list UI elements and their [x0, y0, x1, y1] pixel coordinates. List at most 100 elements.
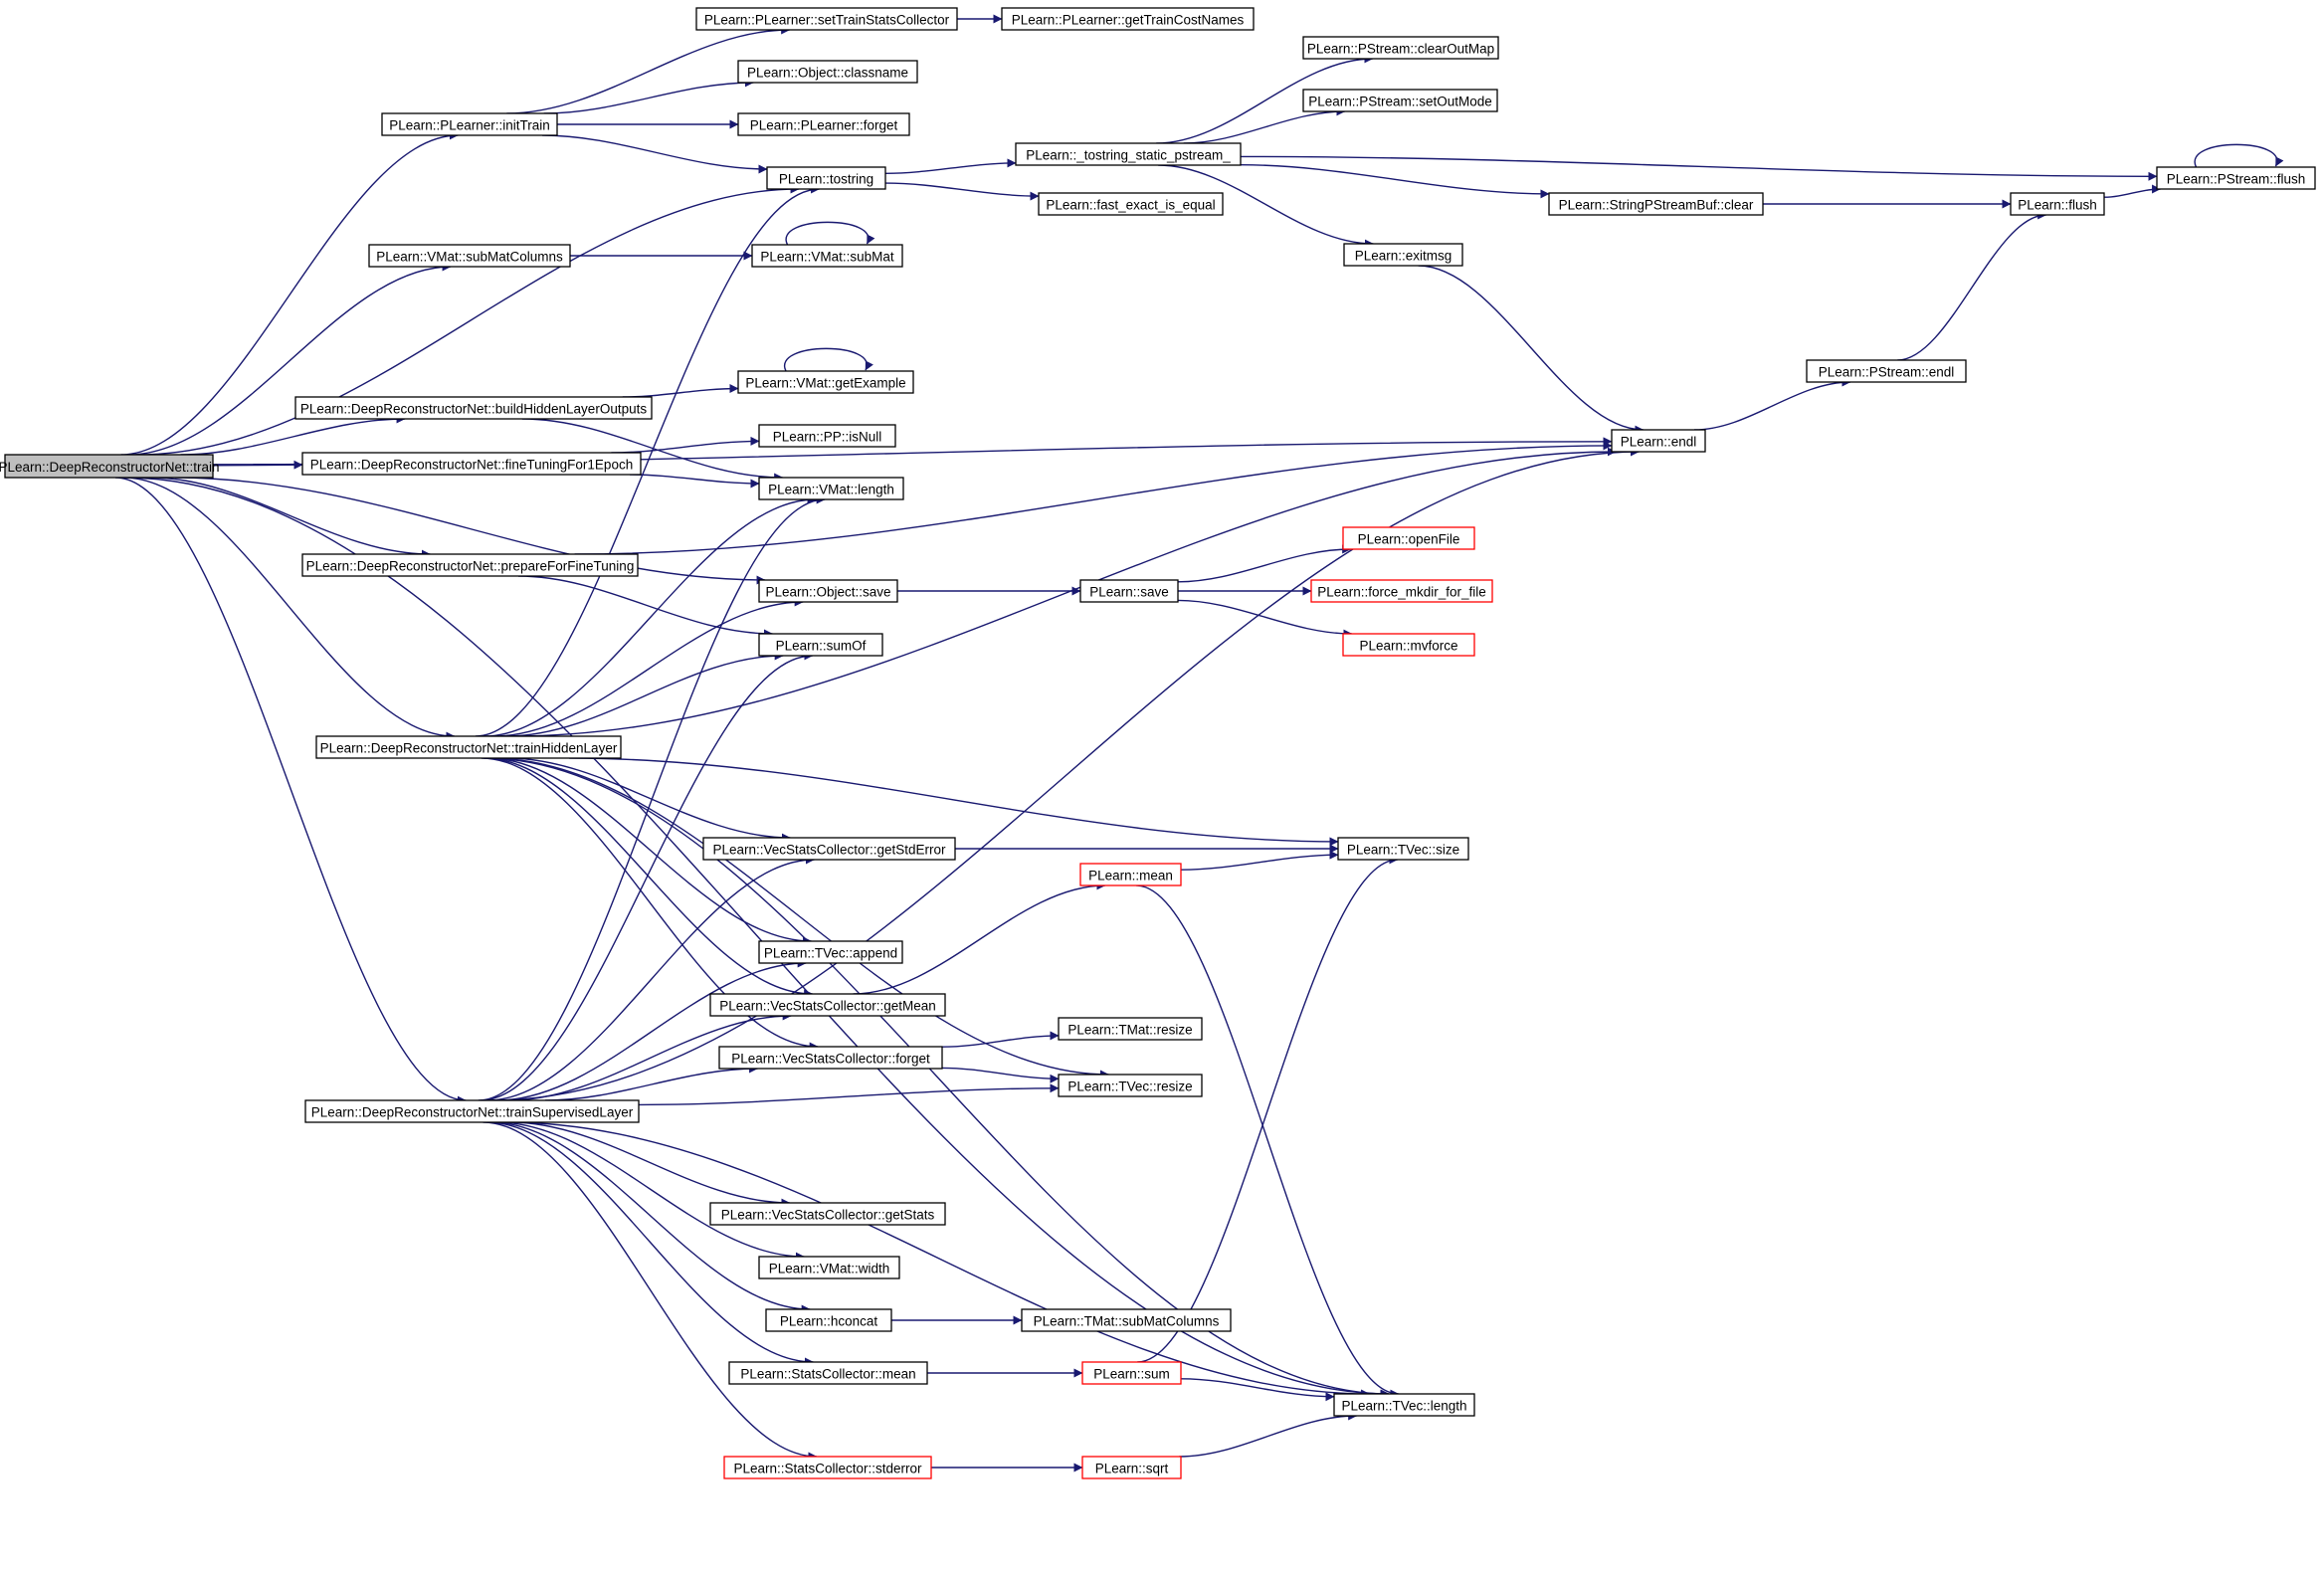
graph-node-setOutMode[interactable]: PLearn::PStream::setOutMode [1302, 89, 1498, 112]
graph-node-vmatLength[interactable]: PLearn::VMat::length [758, 477, 904, 500]
graph-node-vmatWidth[interactable]: PLearn::VMat::width [758, 1256, 900, 1279]
graph-node-classname[interactable]: PLearn::Object::classname [737, 60, 918, 84]
graph-node-getMean[interactable]: PLearn::VecStatsCollector::getMean [709, 993, 946, 1017]
graph-node-tvecAppend[interactable]: PLearn::TVec::append [758, 940, 903, 964]
node-box [1302, 36, 1499, 60]
node-box [758, 633, 883, 657]
node-label: PLearn::TVec::append [764, 946, 897, 961]
graph-node-forceMkdir[interactable]: PLearn::force_mkdir_for_file [1310, 579, 1493, 603]
graph-node-hconcat[interactable]: PLearn::hconcat [765, 1308, 892, 1332]
call-edge-trainSuper-to-tvecResize [638, 1083, 1060, 1106]
graph-node-buildHidden[interactable]: PLearn::DeepReconstructorNet::buildHidde… [294, 396, 653, 420]
node-label: PLearn::VMat::subMat [760, 250, 894, 265]
graph-node-getStdError[interactable]: PLearn::VecStatsCollector::getStdError [702, 837, 956, 861]
call-edge-tostringStatic-to-clearOutMap [1156, 54, 1374, 144]
graph-node-spsbClear[interactable]: PLearn::StringPStreamBuf::clear [1548, 192, 1764, 216]
graph-node-isNull[interactable]: PLearn::PP::isNull [758, 424, 896, 448]
graph-node-fastExact[interactable]: PLearn::fast_exact_is_equal [1038, 192, 1224, 216]
node-label: PLearn::PStream::endl [1819, 365, 1955, 380]
call-edge-getExample-to-getExample [783, 347, 873, 372]
node-label: PLearn::mvforce [1359, 639, 1457, 654]
graph-node-pstreamEndl[interactable]: PLearn::PStream::endl [1806, 359, 1967, 383]
call-edge-buildHidden-to-getExample [622, 384, 739, 398]
call-edge-endl-to-pstreamEndl [1693, 377, 1851, 431]
node-box [1333, 1393, 1475, 1417]
node-label: PLearn::VecStatsCollector::forget [731, 1052, 930, 1067]
graph-node-getTrainCostNames[interactable]: PLearn::PLearner::getTrainCostNames [1001, 7, 1255, 31]
graph-node-getStats[interactable]: PLearn::VecStatsCollector::getStats [709, 1202, 946, 1226]
graph-node-scMean[interactable]: PLearn::StatsCollector::mean [728, 1361, 928, 1385]
graph-node-setTrainStats[interactable]: PLearn::PLearner::setTrainStatsCollector [695, 7, 958, 31]
node-label: PLearn::save [1089, 585, 1169, 600]
graph-node-tmatSubMatCols[interactable]: PLearn::TMat::subMatColumns [1021, 1308, 1232, 1332]
call-edge-train-to-fineTuning [212, 460, 303, 470]
node-label: PLearn::sumOf [776, 639, 867, 654]
node-box [1806, 359, 1967, 383]
graph-node-endl[interactable]: PLearn::endl [1611, 429, 1706, 453]
call-edge-pstreamEndl-to-flush [1897, 210, 2047, 361]
graph-node-trainHidden[interactable]: PLearn::DeepReconstructorNet::trainHidde… [315, 735, 622, 759]
graph-node-tvecResize[interactable]: PLearn::TVec::resize [1058, 1074, 1203, 1097]
graph-node-vscForget[interactable]: PLearn::VecStatsCollector::forget [718, 1046, 943, 1070]
graph-node-exitmsg[interactable]: PLearn::exitmsg [1343, 243, 1463, 267]
call-edge-train-to-trainHidden [123, 477, 456, 741]
graph-node-tostringStatic[interactable]: PLearn::_tostring_static_pstream_ [1015, 142, 1242, 166]
graph-node-subMat[interactable]: PLearn::VMat::subMat [751, 244, 903, 268]
graph-node-tvecSize[interactable]: PLearn::TVec::size [1337, 837, 1469, 861]
node-label: PLearn::Object::save [765, 585, 890, 600]
graph-node-mvforce[interactable]: PLearn::mvforce [1342, 633, 1475, 657]
graph-node-train[interactable]: PLearn::DeepReconstructorNet::train [0, 454, 220, 479]
graph-node-save[interactable]: PLearn::save [1079, 579, 1179, 603]
graph-node-tvecLength[interactable]: PLearn::TVec::length [1333, 1393, 1475, 1417]
call-edge-trainSuper-to-tvecLength [506, 1121, 1371, 1399]
graph-node-pstreamFlush[interactable]: PLearn::PStream::flush [2156, 166, 2316, 190]
call-edge-trainHidden-to-tvecResize [489, 757, 1109, 1079]
call-edge-getMean-to-mean [853, 881, 1106, 995]
graph-node-scStderror[interactable]: PLearn::StatsCollector::stderror [723, 1456, 932, 1479]
graph-node-flush[interactable]: PLearn::flush [2010, 192, 2105, 216]
call-edge-fineTuning-to-vmatLength [630, 474, 760, 489]
call-edge-trainHidden-to-sumOf [505, 651, 784, 737]
node-label: PLearn::VecStatsCollector::getStats [721, 1208, 935, 1223]
call-edge-initTrain-to-classname [543, 78, 754, 114]
node-label: PLearn::DeepReconstructorNet::trainHidde… [320, 741, 618, 756]
node-label: PLearn::PStream::flush [2167, 172, 2306, 187]
graph-node-mean[interactable]: PLearn::mean [1079, 863, 1182, 886]
node-box [758, 424, 896, 448]
graph-node-clearOutMap[interactable]: PLearn::PStream::clearOutMap [1302, 36, 1499, 60]
graph-node-openFile[interactable]: PLearn::openFile [1342, 526, 1475, 550]
call-edge-trainHidden-to-vmatLength [484, 494, 817, 737]
call-edge-prepareFine-to-endl [574, 441, 1613, 555]
graph-node-objSave[interactable]: PLearn::Object::save [758, 579, 898, 603]
node-label: PLearn::VMat::length [768, 483, 894, 497]
graph-node-fineTuning[interactable]: PLearn::DeepReconstructorNet::fineTuning… [301, 452, 642, 476]
node-label: PLearn::_tostring_static_pstream_ [1026, 148, 1231, 163]
node-box [1079, 863, 1182, 886]
graph-node-tmatResize[interactable]: PLearn::TMat::resize [1058, 1017, 1203, 1041]
call-edge-trainSuper-to-vmatLength [478, 494, 826, 1101]
graph-node-plForget[interactable]: PLearn::PLearner::forget [737, 112, 910, 136]
node-box [709, 1202, 946, 1226]
node-label: PLearn::PLearner::setTrainStatsCollector [704, 13, 950, 28]
graph-node-trainSuper[interactable]: PLearn::DeepReconstructorNet::trainSuper… [304, 1099, 640, 1123]
node-label: PLearn::DeepReconstructorNet::buildHidde… [300, 402, 647, 417]
node-label: PLearn::TVec::resize [1067, 1079, 1192, 1094]
graph-node-getExample[interactable]: PLearn::VMat::getExample [737, 370, 914, 394]
graph-node-sqrt[interactable]: PLearn::sqrt [1081, 1456, 1182, 1479]
call-edge-train-to-tvecLength [124, 477, 1390, 1399]
graph-node-tostring[interactable]: PLearn::tostring [766, 166, 886, 190]
graph-node-initTrain[interactable]: PLearn::PLearner::initTrain [381, 112, 558, 136]
node-box [1001, 7, 1255, 31]
graph-node-subMatColumns[interactable]: PLearn::VMat::subMatColumns [368, 244, 571, 268]
node-label: PLearn::TVec::length [1341, 1399, 1466, 1414]
graph-node-sumOf[interactable]: PLearn::sumOf [758, 633, 883, 657]
call-edge-tostring-to-tostringStatic [884, 158, 1017, 174]
node-box [301, 553, 639, 577]
node-label: PLearn::VMat::width [769, 1262, 890, 1276]
node-label: PLearn::flush [2018, 198, 2097, 213]
graph-node-prepareFine[interactable]: PLearn::DeepReconstructorNet::prepareFor… [301, 553, 639, 577]
call-edge-train-to-trainSuper [114, 477, 467, 1105]
call-edge-train-to-initTrain [120, 130, 459, 456]
graph-node-sum[interactable]: PLearn::sum [1081, 1361, 1182, 1385]
node-label: PLearn::StringPStreamBuf::clear [1559, 198, 1754, 213]
